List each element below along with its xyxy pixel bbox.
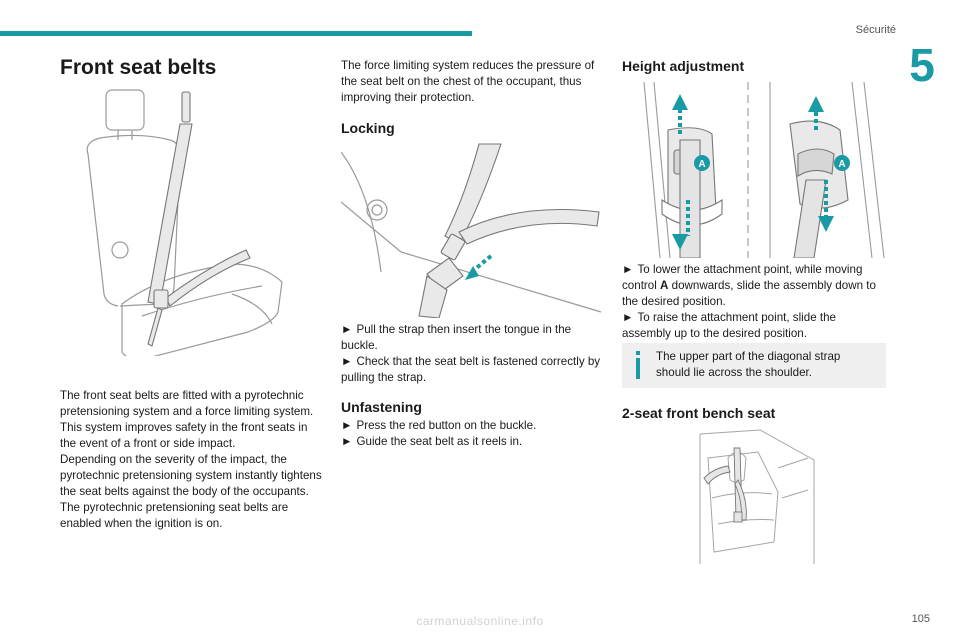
locking-step-2: ►Check that the seat belt is fastened co… [341,354,603,386]
lower-attachment-step: ►To lower the attachment point, while mo… [622,262,886,310]
unfastening-step-2-text: Guide the seat belt as it reels in. [356,435,523,448]
unfastening-heading: Unfastening [341,399,422,415]
page-number: 105 [911,613,930,625]
bullet-glyph: ► [622,311,634,324]
bullet-glyph: ► [341,323,353,336]
info-note-text: The upper part of the diagonal strap sho… [656,350,841,379]
header-accent-bar [0,31,472,36]
locking-figure [341,143,602,318]
raise-step-text: To raise the attachment point, slide the… [622,311,836,340]
bullet-glyph: ► [622,263,634,276]
front-seat-belt-figure [86,89,283,356]
control-a-label: A [698,159,705,170]
bullet-glyph: ► [341,419,353,432]
lower-step-text-2: downwards, slide the assembly down to th… [622,279,876,308]
locking-step-2-text: Check that the seat belt is fastened cor… [341,355,601,384]
unfastening-step-1: ►Press the red button on the buckle. [341,418,603,434]
col1-body-text: The front seat belts are fitted with a p… [60,389,322,530]
unfastening-step-2: ►Guide the seat belt as it reels in. [341,434,603,450]
control-a-ref: A [660,279,669,292]
raise-attachment-step: ►To raise the attachment point, slide th… [622,310,886,342]
bullet-glyph: ► [341,435,353,448]
force-limiting-text: The force limiting system reduces the pr… [341,59,595,104]
locking-step-1: ►Pull the strap then insert the tongue i… [341,322,603,354]
locking-step-1-text: Pull the strap then insert the tongue in… [341,323,572,352]
info-icon [636,351,640,379]
info-note: The upper part of the diagonal strap sho… [622,343,886,388]
control-a-label: A [838,159,845,170]
bench-seat-heading: 2-seat front bench seat [622,405,776,421]
height-adjustment-figure: A A [643,81,885,258]
locking-heading: Locking [341,120,395,136]
bullet-glyph: ► [341,355,353,368]
lower-step-text-1: To lower the attachment point, while mov… [622,263,863,292]
watermark: carmanualsonline.info [416,614,544,628]
chapter-number: 5 [909,39,935,91]
page-title: Front seat belts [60,56,217,79]
unfastening-step-1-text: Press the red button on the buckle. [356,419,537,432]
bench-seat-figure [699,429,815,564]
height-adjustment-heading: Height adjustment [622,58,745,74]
section-label: Sécurité [855,24,896,36]
